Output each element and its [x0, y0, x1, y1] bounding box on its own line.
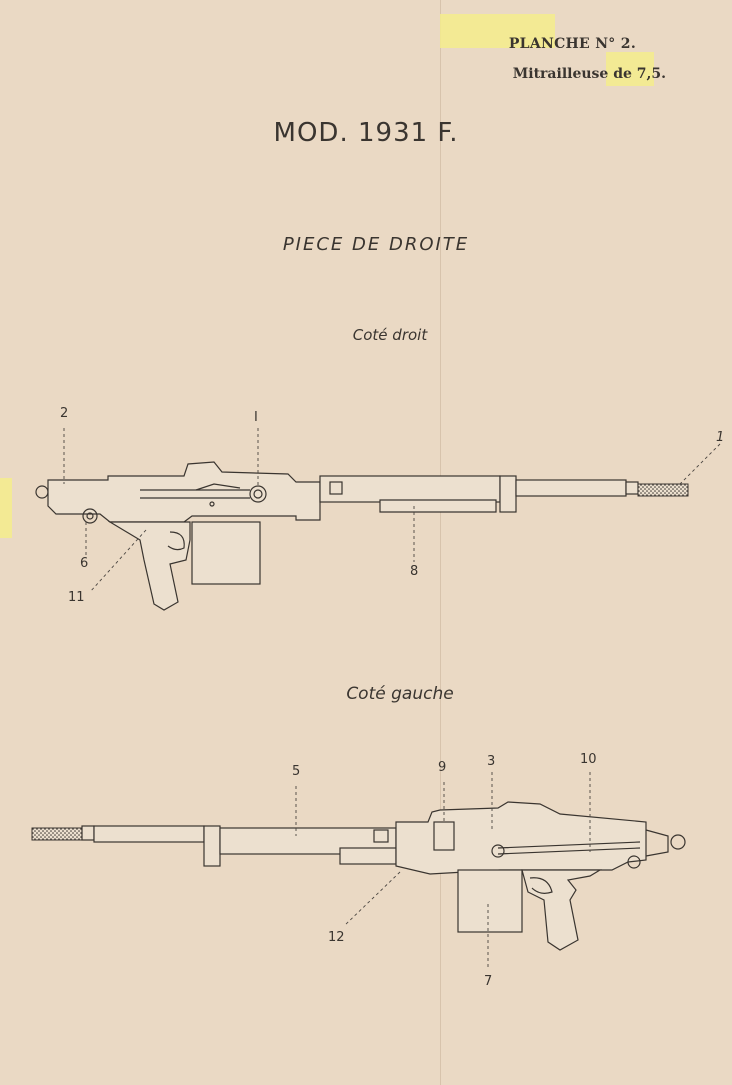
sling-ring	[670, 834, 686, 850]
leader-line	[343, 871, 401, 927]
bolt-slot	[140, 489, 250, 499]
section-title: PIECE DE DROITE	[282, 234, 470, 255]
magazine	[457, 869, 523, 933]
barrel-collar	[499, 475, 517, 513]
plate-subtitle: Mitrailleuse de 7,5.	[512, 66, 666, 82]
gun-left-side-view	[31, 772, 686, 970]
callout-1: 1	[716, 430, 725, 445]
trigger-guard	[529, 877, 553, 894]
barrel	[515, 479, 627, 497]
callout-9: 9	[438, 760, 447, 775]
callout-12: 12	[328, 930, 345, 945]
callout-10: 10	[580, 752, 597, 767]
callout-3: 3	[487, 754, 496, 769]
gas-tube	[339, 847, 397, 865]
model-title: MOD. 1931 F.	[273, 118, 459, 148]
left-side-caption: Coté gauche	[346, 684, 454, 704]
highlight-mark	[606, 52, 654, 86]
charging-knob	[249, 485, 267, 503]
callout-8: 8	[410, 564, 419, 579]
pistol-grip	[107, 521, 191, 611]
highlight-mark	[440, 14, 555, 48]
highlight-mark	[0, 478, 12, 538]
magazine	[191, 521, 261, 585]
front-sight	[81, 825, 95, 841]
callout-5: 5	[292, 764, 301, 779]
right-side-caption: Coté droit	[352, 326, 428, 344]
leader-line	[89, 529, 147, 593]
front-sight	[625, 481, 639, 495]
gun-right-side-view	[35, 428, 721, 611]
leader-line	[679, 443, 721, 485]
gas-tube	[379, 499, 497, 513]
trigger-guard	[167, 531, 185, 551]
callout-2: 2	[60, 406, 69, 421]
sling-ring	[35, 485, 49, 499]
barrel	[93, 825, 205, 843]
plate-number: PLANCHE N° 2.	[508, 36, 636, 52]
barrel-jacket	[319, 475, 501, 503]
barrel-collar	[203, 825, 221, 867]
flash-hider	[31, 827, 83, 841]
callout-I: I	[254, 410, 258, 425]
callout-6: 6	[80, 556, 89, 571]
paper-fold-line	[440, 0, 441, 1085]
callout-11: 11	[68, 590, 85, 605]
callout-7: 7	[484, 974, 493, 989]
bolt-slot	[497, 841, 641, 855]
pistol-grip	[521, 869, 603, 951]
flash-hider	[637, 483, 689, 497]
pin	[82, 508, 98, 524]
